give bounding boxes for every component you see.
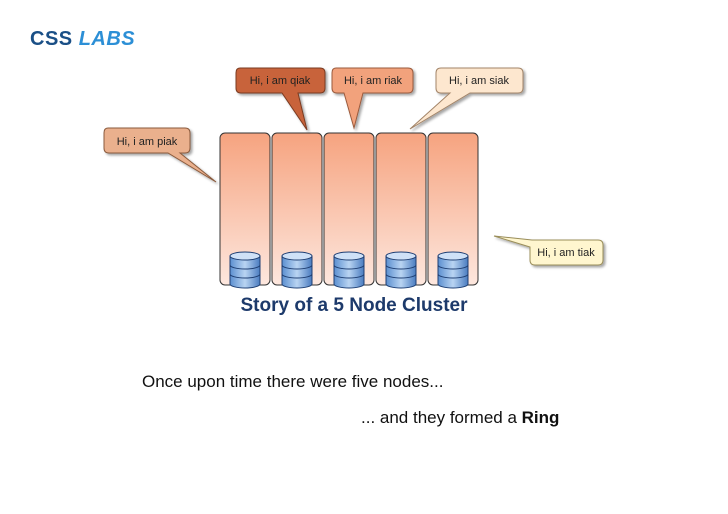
bubble-piak: Hi, i am piak (103, 127, 217, 183)
bubble-piak-text: Hi, i am piak (117, 136, 178, 148)
database-icon (437, 251, 469, 289)
cluster-node (219, 132, 271, 289)
bubble-tiak-text: Hi, i am tiak (537, 247, 595, 259)
story-line-2: ... and they formed a Ring (361, 408, 559, 428)
logo-labs: LABS (78, 28, 136, 50)
database-icon (385, 251, 417, 289)
nodes-group (219, 132, 479, 289)
cluster-node (323, 132, 375, 289)
story-line-2-prefix: ... and they formed a (361, 408, 522, 427)
database-icon (333, 251, 365, 289)
bubble-qiak: Hi, i am qiak (235, 67, 326, 131)
cluster-node (427, 132, 479, 289)
story-line-1: Once upon time there were five nodes... (142, 372, 444, 391)
bubble-riak-shape (331, 67, 414, 130)
cluster-node (271, 132, 323, 289)
bubble-riak-text: Hi, i am riak (344, 75, 403, 87)
story-line-2-bold: Ring (521, 408, 560, 427)
bubble-siak-shape (409, 67, 524, 130)
bubble-tiak: Hi, i am tiak (493, 235, 604, 266)
cluster-node (375, 132, 427, 289)
database-icon (281, 251, 313, 289)
database-icon (229, 251, 261, 289)
diagram-title: Story of a 5 Node Cluster (241, 295, 469, 316)
bubble-qiak-shape (235, 67, 326, 131)
bubble-siak: Hi, i am siak (409, 67, 524, 130)
bubble-riak: Hi, i am riak (331, 67, 414, 130)
logo-css: CSS (30, 28, 73, 50)
bubble-piak-shape (103, 127, 217, 183)
bubble-tiak-shape (493, 235, 604, 266)
bubble-qiak-text: Hi, i am qiak (250, 75, 311, 87)
css-labs-logo: CSS LABS (30, 28, 135, 51)
bubble-siak-text: Hi, i am siak (449, 75, 509, 87)
